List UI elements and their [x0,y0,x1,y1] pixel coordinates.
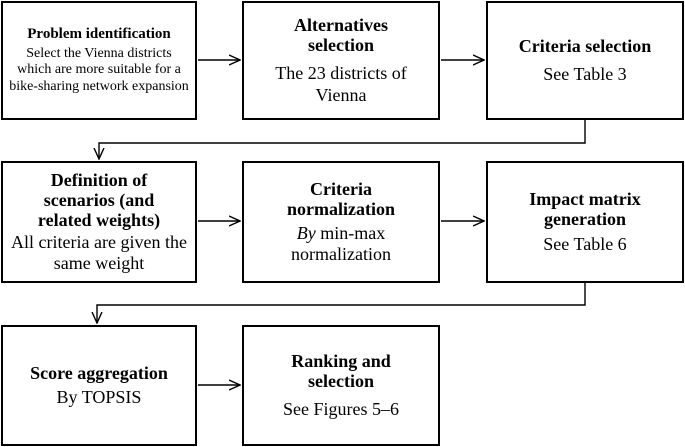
score-aggregation-title: Score aggregation [30,362,168,383]
criteria-normalization-box: Criteria normalization By min-max normal… [242,161,440,283]
impact-matrix-body: See Table 6 [543,233,627,254]
alternatives-title-line1: Alternatives [294,15,388,36]
arrow-criteria-to-scenarios [99,120,586,159]
score-aggregation-box: Score aggregation By TOPSIS [1,325,197,446]
ranking-selection-body: See Figures 5–6 [283,399,399,420]
alternatives-selection-box: Alternatives selection The 23 districts … [242,1,440,120]
impact-matrix-title: Impact matrix generation [529,189,641,230]
criteria-selection-title: Criteria selection [518,35,652,56]
scenarios-definition-body: All criteria are given the same weight [11,232,187,274]
problem-identification-body: Select the Vienna districts which are mo… [9,45,189,94]
criteria-normalization-title: Criteria normalization [287,178,395,219]
problem-identification-box: Problem identification Select the Vienna… [1,1,197,120]
criteria-normalization-body: By min-max normalization [250,223,432,265]
alternatives-title-line2: selection [308,35,374,56]
problem-identification-title: Problem identification [27,25,171,42]
normalization-body-rest: min-max normalization [291,222,391,265]
impact-matrix-box: Impact matrix generation See Table 6 [486,161,684,283]
criteria-selection-box: Criteria selection See Table 3 [486,1,684,120]
alternatives-selection-body: The 23 districts of Vienna [275,63,407,105]
ranking-selection-title: Ranking and selection [291,350,391,391]
normalization-body-italic: By [296,222,316,243]
ranking-selection-box: Ranking and selection See Figures 5–6 [242,325,440,446]
criteria-selection-body: See Table 3 [543,63,627,84]
scenarios-definition-box: Definition of scenarios (and related wei… [1,161,197,283]
arrow-impact-to-score [97,283,586,323]
score-aggregation-body: By TOPSIS [56,386,142,407]
scenarios-definition-title: Definition of scenarios (and related wei… [37,169,161,230]
alternatives-selection-title: Alternatives selection [294,15,388,55]
